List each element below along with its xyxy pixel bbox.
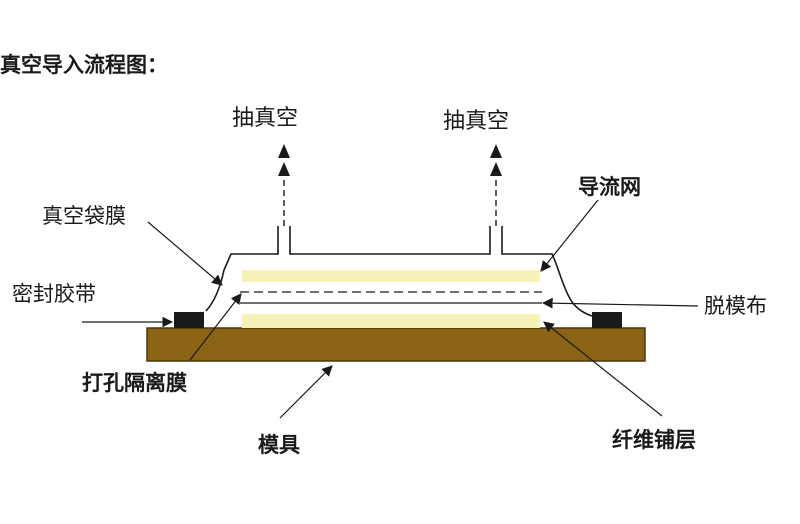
label-release-cloth: 脱模布: [704, 294, 767, 318]
label-vacuum-bag: 真空袋膜: [42, 204, 126, 228]
vacuum-port-left-arrow-icon: [278, 144, 290, 158]
label-mold: 模具: [258, 433, 300, 457]
leader-release-cloth: [541, 297, 699, 309]
label-vacuum-left: 抽真空: [232, 106, 298, 131]
vacuum-port-right-arrow-icon-2: [490, 162, 502, 176]
sealant-tape-left: [174, 312, 204, 328]
label-fiber-layup: 纤维铺层: [612, 428, 696, 452]
label-flow-mesh: 导流网: [578, 175, 641, 199]
vacuum-port-right-arrow-icon: [490, 144, 502, 158]
fiber-layup-layer: [242, 314, 540, 328]
leader-flow-mesh: [540, 199, 599, 272]
leader-vacuum-bag: [147, 221, 223, 286]
flow-mesh-layer: [242, 270, 540, 282]
mold-base: [146, 327, 646, 362]
leader-fiber-layup: [543, 321, 663, 417]
vacuum-port-left-arrow-icon-2: [278, 162, 290, 176]
leader-mold: [279, 365, 333, 419]
sealant-tape-right: [592, 312, 622, 328]
leader-perforated-film: [189, 293, 242, 361]
diagram-title: 真空导入流程图：: [0, 53, 168, 77]
label-perforated-film: 打孔隔离膜: [82, 371, 187, 395]
label-sealant-tape: 密封胶带: [12, 282, 96, 306]
label-vacuum-right: 抽真空: [443, 109, 509, 134]
